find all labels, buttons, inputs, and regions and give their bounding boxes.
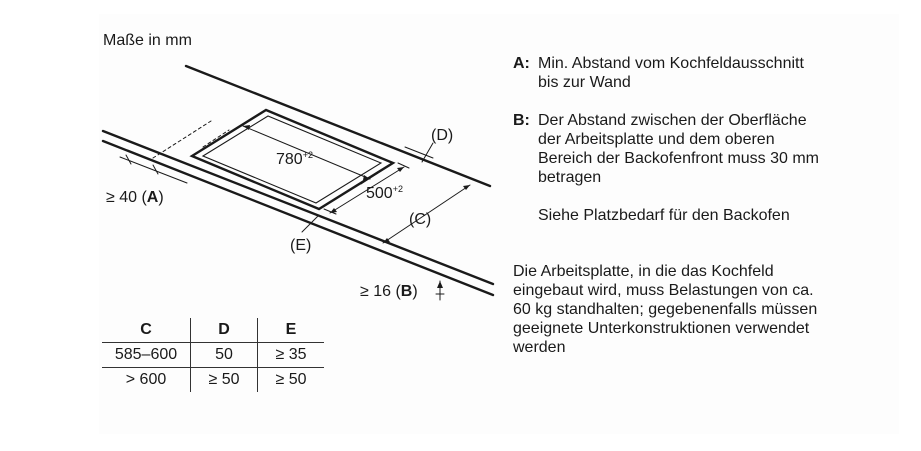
table-row: 585–600 50 ≥ 35 — [102, 342, 324, 368]
dim-b-arrow — [437, 281, 443, 288]
note-b-line1: Der Abstand zwischen der Oberfläche — [538, 112, 807, 129]
dim-500-ext-right — [397, 162, 410, 169]
note-b-line2: der Arbeitsplatte und dem oberen — [538, 131, 775, 148]
load-note-line5: werden — [513, 339, 566, 356]
dim-a-tick-left — [125, 154, 132, 165]
load-note-line4: geeignete Unterkonstruktionen verwendet — [513, 320, 810, 337]
min-b-label: ≥ 16 (B) — [360, 283, 418, 300]
table-cell: ≥ 35 — [257, 342, 324, 368]
note-b-key: B: — [513, 112, 530, 129]
note-b-line4: betragen — [538, 169, 602, 186]
countertop-front-top-edge — [101, 129, 495, 286]
dim-500-ext-left — [323, 208, 337, 215]
dim-500-label: 500+2 — [366, 184, 403, 202]
table-cell: ≥ 50 — [190, 367, 258, 392]
dim-500-arrow-top — [397, 167, 404, 172]
load-note-line2: eingebaut wird, muss Belastungen von ca. — [513, 282, 814, 299]
dim-780-arrow-right — [363, 175, 370, 180]
label-e: (E) — [290, 237, 311, 254]
dim-c-line — [382, 184, 471, 244]
table-header-row: C D E — [102, 318, 324, 343]
note-a-line1: Min. Abstand vom Kochfeldausschnitt — [538, 55, 804, 72]
leader-d — [421, 142, 434, 163]
dim-780-arrow-left — [243, 125, 250, 130]
dim-a-tick-right — [152, 164, 159, 175]
table-cell: ≥ 50 — [257, 367, 324, 392]
guide-a-dashed-2 — [202, 129, 230, 148]
load-note-line1: Die Arbeitsplatte, in die das Kochfeld — [513, 263, 774, 280]
table-header-c: C — [102, 318, 191, 343]
note-a-key: A: — [513, 55, 530, 72]
note-b-line3: Bereich der Backofenfront muss 30 mm — [538, 150, 820, 167]
dimension-table: C D E 585–600 50 ≥ 35 > 600 ≥ 50 ≥ 50 — [102, 318, 324, 392]
table-header-e: E — [257, 318, 324, 343]
dim-780-line — [242, 125, 371, 180]
table-cell: 50 — [190, 342, 258, 368]
dim-780-label: 780+2 — [276, 150, 313, 168]
countertop-back-edge — [184, 64, 492, 188]
dim-500-line — [329, 166, 405, 214]
table-header-d: D — [190, 318, 258, 343]
dim-c-arrow-top — [463, 185, 470, 190]
dim-780-ext-left — [232, 118, 253, 132]
min-a-label: ≥ 40 (A) — [106, 189, 164, 206]
leader-e — [301, 214, 320, 233]
label-d: (D) — [431, 127, 453, 144]
dim-a-line — [119, 156, 188, 184]
units-title: Maße in mm — [103, 32, 192, 49]
label-c: (C) — [409, 211, 431, 228]
cutout-inner-outline — [201, 115, 383, 204]
dim-c-arrow-bottom — [383, 238, 390, 243]
table-cell: > 600 — [125, 371, 167, 388]
dim-500-arrow-bottom — [330, 208, 337, 213]
guide-a-dashed — [152, 120, 212, 159]
table-cell: 585–600 — [102, 342, 191, 368]
countertop-front-bottom-edge — [101, 139, 495, 297]
note-a-line2: bis zur Wand — [538, 74, 631, 91]
note-b-extra: Siehe Platzbedarf für den Backofen — [538, 207, 790, 224]
dim-d-line — [404, 146, 434, 159]
load-note-line3: 60 kg standhalten; gegebenenfalls müssen — [513, 301, 818, 318]
table-row: > 600 ≥ 50 ≥ 50 — [102, 367, 324, 392]
